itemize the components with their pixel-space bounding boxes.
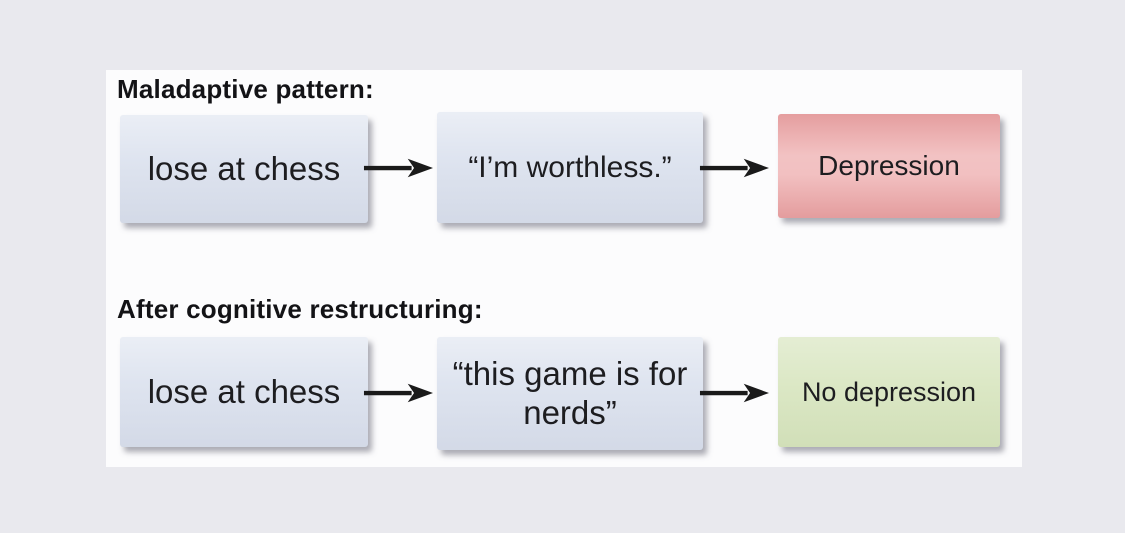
box-label: Depression: [818, 150, 960, 181]
flow-arrow-icon: [363, 373, 433, 413]
box-label: “I’m worthless.”: [468, 150, 672, 184]
box-label: “this game is for nerds”: [452, 354, 688, 431]
diagram-panel: Maladaptive pattern: lose at chess “I’m …: [106, 70, 1022, 467]
box-label: No depression: [801, 376, 977, 407]
flow-arrow-icon: [363, 148, 433, 188]
flow-arrow-icon: [699, 148, 769, 188]
box-outcome-depression: Depression: [778, 114, 1000, 218]
row-heading-maladaptive: Maladaptive pattern:: [117, 74, 374, 104]
box-thought-restructured: “this game is for nerds”: [437, 337, 703, 450]
box-trigger-maladaptive: lose at chess: [120, 115, 368, 223]
box-label: lose at chess: [147, 373, 341, 410]
box-thought-maladaptive: “I’m worthless.”: [437, 112, 703, 223]
box-trigger-restructured: lose at chess: [120, 337, 368, 447]
box-outcome-no-depression: No depression: [778, 337, 1000, 447]
box-label: lose at chess: [147, 150, 341, 187]
flow-arrow-icon: [699, 373, 769, 413]
row-heading-restructured: After cognitive restructuring:: [117, 294, 483, 324]
